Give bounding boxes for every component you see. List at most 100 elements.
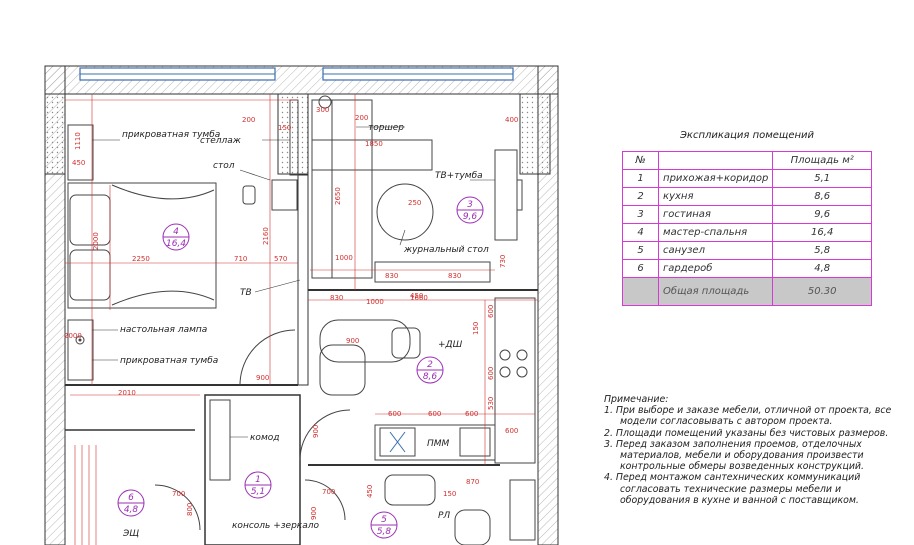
floor-lamp-icon [318, 95, 332, 109]
dim-text: 200 [242, 116, 255, 124]
dim-text: 1110 [74, 132, 82, 150]
room-area: 4,8 [124, 505, 139, 515]
nightstand-bottom [67, 319, 94, 381]
notes-block: Примечание: 1. При выборе и заказе мебел… [604, 394, 910, 506]
room-marker-5: 5 5,8 [370, 511, 398, 539]
dresser-label: комод [250, 433, 279, 443]
row-name: кухня [658, 187, 774, 206]
table-row: 5 санузел 5,8 [621, 241, 872, 260]
dim-text: 2650 [334, 187, 342, 205]
room-number: 3 [467, 200, 473, 210]
dim-text: 900 [256, 374, 269, 382]
row-area: 5,1 [772, 169, 872, 188]
total-row: Общая площадь 50.30 [621, 277, 872, 306]
room-number: 4 [173, 227, 179, 237]
room-area: 9,6 [463, 212, 478, 222]
dim-text: 2160 [262, 227, 270, 245]
dim-text: 710 [234, 255, 247, 263]
dim-text: 1000 [366, 298, 384, 306]
dim-text: 530 [487, 397, 495, 410]
leader-lines [92, 126, 495, 438]
dim-text: 600 [487, 367, 495, 380]
row-area: 9,6 [772, 205, 872, 224]
console-label: консоль +зеркало [232, 521, 319, 531]
walls [44, 65, 559, 545]
row-area: 16,4 [772, 223, 872, 242]
room-number: 2 [427, 360, 433, 370]
nightstand-label: прикроватная тумба [122, 130, 220, 140]
nightstand-label-2: прикроватная тумба [120, 356, 218, 366]
row-num: 3 [621, 205, 660, 224]
tv-stand-label: ТВ+тумба [435, 171, 483, 181]
tv-label: ТВ [240, 288, 252, 298]
row-num: 1 [621, 169, 660, 188]
electric-panel-label: ЭЩ [122, 529, 139, 539]
room-marker-3: 3 9,6 [456, 196, 484, 224]
dim-text: 250 [408, 199, 421, 207]
total-label: Общая площадь [658, 277, 774, 306]
dim-text: 600 [428, 410, 441, 418]
row-name: гардероб [658, 259, 774, 278]
table-row: 3 гостиная 9,6 [621, 205, 872, 224]
dishwasher-label: ПММ [427, 439, 450, 449]
dim-text: 450 [366, 485, 374, 498]
explication-table: № Площадь м² 1 прихожая+коридор 5,1 2 ку… [621, 151, 872, 306]
dim-text: 730 [499, 255, 507, 268]
dim-text: 900 [310, 507, 318, 520]
dim-text: 600 [388, 410, 401, 418]
dim-text: 2250 [132, 255, 150, 263]
dresser [209, 399, 231, 481]
row-name: мастер-спальня [658, 223, 774, 242]
dimension-texts: 1110 450 200 200 400 150 300 1850 1000 2… [64, 106, 518, 520]
table-header-row: № Площадь м² [621, 151, 872, 170]
note-item: 2. Площади помещений указаны без чистовы… [604, 427, 889, 439]
row-area: 8,6 [772, 187, 872, 206]
dim-text: 1850 [365, 140, 383, 148]
table-row: 6 гардероб 4,8 [621, 259, 872, 278]
dim-text: 870 [466, 478, 479, 486]
explication-panel: Экспликация помещений № Площадь м² 1 при… [621, 130, 872, 306]
tv-stand [494, 149, 518, 241]
dim-text: 200 [355, 114, 368, 122]
header-area: Площадь м² [772, 151, 872, 170]
row-num: 2 [621, 187, 660, 206]
dim-text: 900 [346, 337, 359, 345]
dim-text: 600 [487, 305, 495, 318]
room-marker-1: 1 5,1 [244, 471, 272, 499]
dim-text: 450 [72, 159, 85, 167]
room-number: 5 [381, 515, 387, 525]
dim-text: 800 [186, 503, 194, 516]
room-marker-4: 4 16,4 [162, 223, 190, 251]
dim-text: 150 [472, 322, 480, 335]
dim-text: 450 [410, 292, 423, 300]
dim-text: 600 [505, 427, 518, 435]
table-lamp-label: настольная лампа [120, 325, 207, 335]
dim-text: 700 [322, 488, 335, 496]
room-marker-6: 6 4,8 [117, 489, 145, 517]
dim-text: 150 [278, 124, 291, 132]
table-row: 2 кухня 8,6 [621, 187, 872, 206]
bathroom [384, 474, 536, 545]
row-num: 5 [621, 241, 660, 260]
header-name [658, 151, 774, 170]
note-item: 4. Перед монтажом сантехнических коммуни… [604, 472, 861, 506]
shelf-label: стеллаж [200, 136, 242, 146]
note-item: 1. При выборе и заказе мебели, отличной … [604, 405, 892, 428]
dim-text: 300 [316, 106, 329, 114]
dim-text: 900 [312, 425, 320, 438]
room-area: 5,1 [251, 487, 265, 497]
dim-text: 1000 [335, 254, 353, 262]
bed [67, 182, 217, 309]
chair [242, 185, 256, 205]
wardrobe [70, 394, 200, 545]
dim-text: 830 [385, 272, 398, 280]
dim-text: 400 [505, 116, 518, 124]
dimension-lines [65, 94, 538, 465]
coffee-table [376, 183, 434, 241]
dim-text: 150 [443, 490, 456, 498]
floor-plan: 1110 450 200 200 400 150 300 1850 1000 2… [44, 65, 559, 545]
row-num: 6 [621, 259, 660, 278]
total-area: 50.30 [772, 277, 872, 306]
dim-text: 830 [448, 272, 461, 280]
table-row: 1 прихожая+коридор 5,1 [621, 169, 872, 188]
